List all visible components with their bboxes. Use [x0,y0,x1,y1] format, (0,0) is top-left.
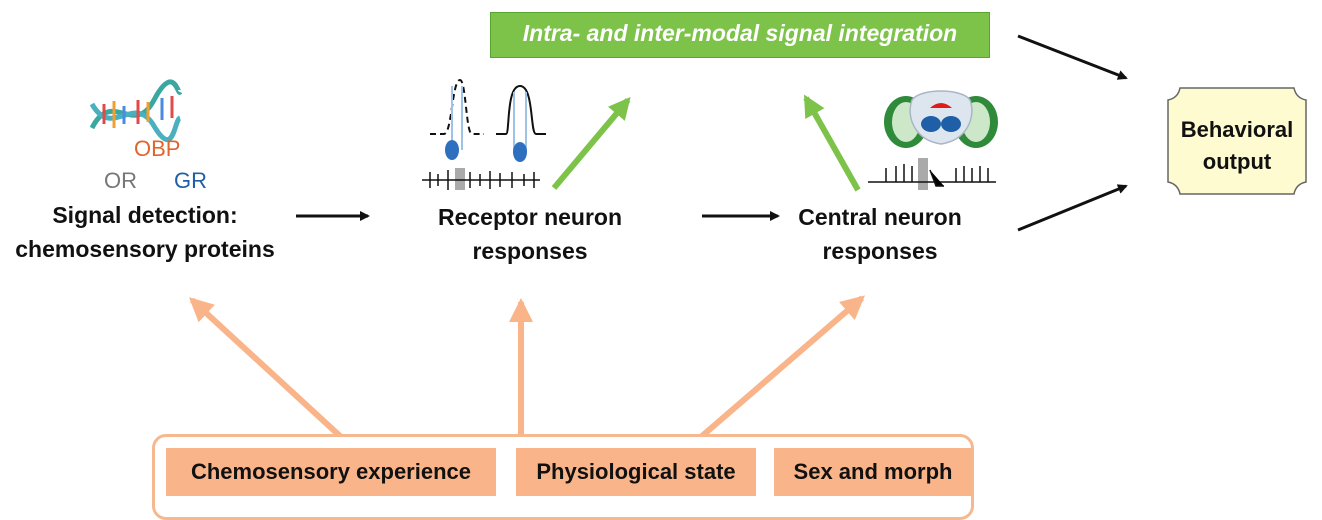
behavior-label: Behavioral output [1180,117,1294,174]
arrow-integration-to-behavior [1017,34,1128,80]
or-label: OR [104,168,137,193]
central-responses-label: Central neuron responses [798,204,962,264]
arrows-layer [89,34,1307,439]
obp-label: OBP [134,136,181,161]
arrow-factors-to-signal [189,297,343,439]
factor-chemosensory-experience: Chemosensory experience [166,448,496,496]
sensilla-icon [422,78,546,190]
integration-box: Intra- and inter-modal signal integratio… [490,12,990,58]
gr-label: GR [174,168,207,193]
integration-label: Intra- and inter-modal signal integratio… [522,20,958,46]
behavior-box-shape [1167,87,1307,195]
brain-icon [868,90,998,190]
arrow-central-to-behavior [1017,184,1128,232]
arrow-central-to-integration [803,94,861,192]
factor-physiological-state: Physiological state [516,448,756,496]
dna-icon [89,79,183,143]
signal-detection-label: Signal detection: chemosensory proteins [15,202,275,262]
receptor-responses-label: Receptor neuron responses [437,204,623,264]
arrow-receptor-to-integration [551,96,631,190]
arrow-factors-to-central [700,295,866,439]
factor-sex-and-morph: Sex and morph [774,448,972,496]
